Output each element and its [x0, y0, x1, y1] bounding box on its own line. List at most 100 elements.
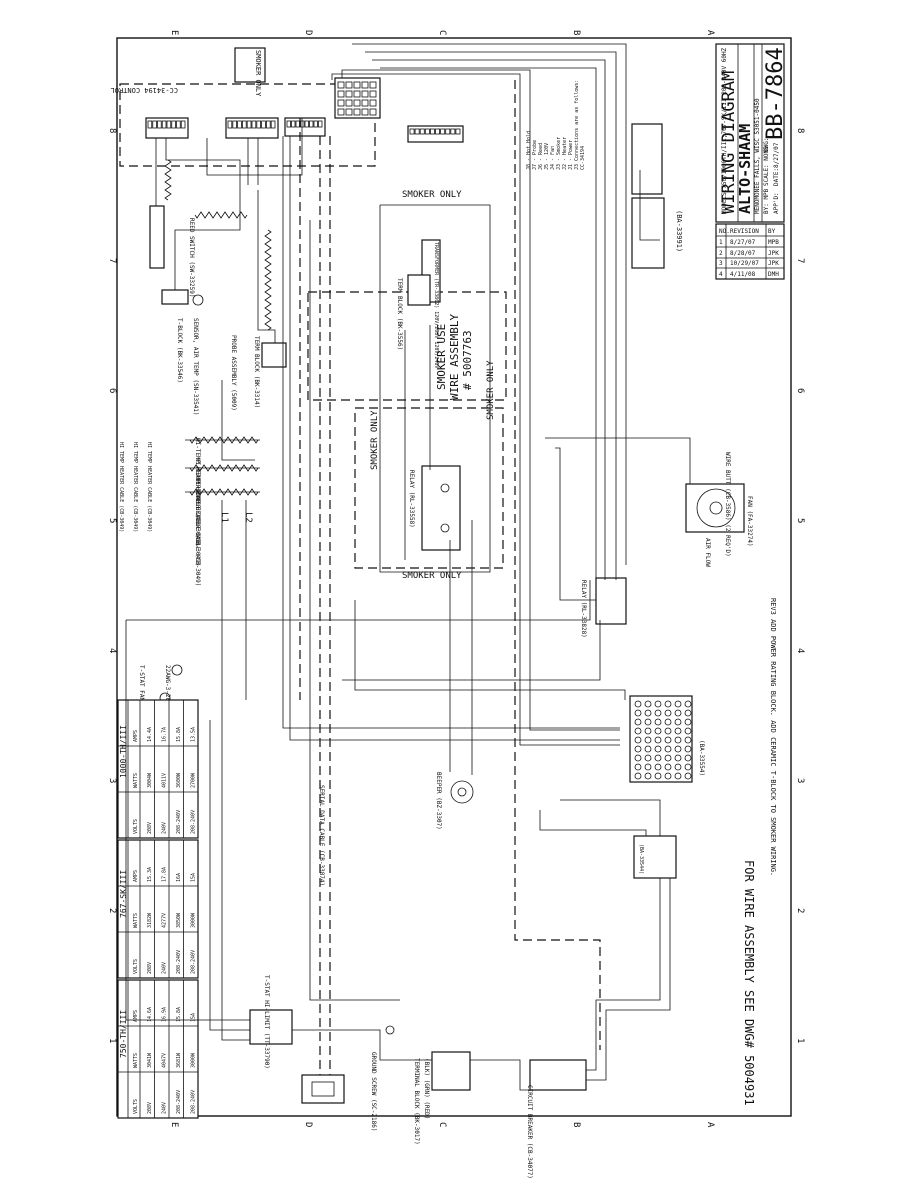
vent-hole [674, 745, 682, 753]
vent-hole [684, 772, 692, 780]
connector-pin [361, 108, 369, 116]
title-block: WIRING DIAGRAM ALTO-SHAAM MENOMONEE FALL… [715, 43, 788, 223]
revision-cell: DMH [768, 271, 779, 278]
smoker-only-top: SMOKER ONLY [402, 190, 462, 200]
grid-letter: A [705, 30, 715, 36]
relay-main: RELAY (RL-33828) [580, 577, 627, 638]
vent-hole [684, 718, 692, 726]
reed-switch: REED SWITCH (SW-33259) [149, 205, 195, 297]
power-table-cell: 3000W [191, 1052, 197, 1068]
connector-pin [261, 120, 266, 129]
connector-pin [152, 120, 157, 129]
connector-pin [232, 120, 238, 129]
vent-hole [654, 727, 662, 735]
vent-hole [684, 745, 692, 753]
smoker-only-bottom: SMOKER ONLY [402, 571, 462, 581]
vent-hole [664, 763, 672, 771]
connection-note-line: J1 - Power [568, 140, 574, 170]
power-table-cell: 15.8A [176, 1007, 182, 1022]
connection-note-line: J4 - Fan [550, 146, 556, 170]
grid-number: 3 [795, 778, 805, 783]
control-board-label: CC-34194 CONTROL [111, 86, 178, 94]
svg-text:SMOKER ONLY: SMOKER ONLY [254, 50, 262, 97]
power-table-cell: 16.9A [162, 1007, 168, 1022]
connector-pin [171, 120, 176, 129]
connector-pin [429, 128, 435, 135]
power-table: 750-TH/IIIVOLTSWATTSAMPS208V3041W14.6A24… [117, 979, 199, 1119]
revision-header: BY [768, 228, 776, 235]
vent-hole [664, 745, 672, 753]
connector-pin [440, 128, 446, 135]
twisted-cable [189, 488, 259, 496]
twisted-cable [189, 464, 259, 472]
svg-text:SENSOR, AIR TEMP (SN-33541): SENSOR, AIR TEMP (SN-33541) [192, 318, 199, 416]
vent-hole [644, 745, 652, 753]
vent-hole [654, 736, 662, 744]
grid-number: 5 [107, 518, 117, 523]
power-table-cell: 208-240V [176, 1090, 182, 1114]
title-text: WIRING DIAGRAM [719, 71, 739, 214]
power-table-header: AMPS [133, 1010, 139, 1022]
grid-number: 2 [107, 908, 117, 913]
grid-number: 4 [107, 648, 117, 653]
t-block-sensor: T-BLOCK (BK-33546) SENSOR, AIR TEMP (SN-… [161, 289, 204, 416]
connector-pin [419, 128, 425, 135]
db9-connector [301, 1074, 345, 1104]
power-table-cell: 16A [176, 873, 182, 882]
grid-number: 1 [795, 1038, 805, 1043]
connector-pin [318, 120, 323, 128]
vent-hole [634, 772, 642, 780]
power-table-cell: 14.6A [147, 1007, 153, 1022]
vent-hole [644, 754, 652, 762]
svg-text:HI-TEMP HEATER CABLE (CB-3049): HI-TEMP HEATER CABLE (CB-3049) [194, 458, 201, 566]
connector-pin [241, 120, 247, 129]
svg-text:TERM BLOCK (BK-3556): TERM BLOCK (BK-3556) [396, 278, 403, 350]
brand-text: ALTO-SHAAM [736, 124, 754, 214]
power-table-cell: 4277V [162, 913, 168, 928]
grid-number: 6 [107, 388, 117, 393]
power-table-header: VOLTS [133, 959, 139, 974]
vent-hole [634, 754, 642, 762]
svg-text:HI TEMP HEATER CABLE (CB-3049): HI TEMP HEATER CABLE (CB-3049) [132, 442, 138, 532]
vent-hole [634, 763, 642, 771]
vent-hole [674, 727, 682, 735]
twisted-cable [164, 159, 172, 201]
connector-pin [353, 81, 361, 89]
connector-pin [337, 90, 345, 98]
connector-pin [450, 128, 456, 135]
connector-pin [353, 90, 361, 98]
revision-cell: MPB [768, 239, 779, 246]
svg-text:TERMINAL BLOCK (BK-3017): TERMINAL BLOCK (BK-3017) [413, 1058, 420, 1145]
grid-number: 1 [107, 1038, 117, 1043]
grid-number: 4 [795, 648, 805, 653]
grid-letter: C [437, 30, 447, 35]
revision-cell: 2 [719, 250, 723, 257]
vent-hole [654, 754, 662, 762]
connector-pin [157, 120, 162, 129]
power-table-header: WATTS [133, 913, 139, 928]
vent-hole [634, 718, 642, 726]
connection-note-line: J3 - Smoker [556, 137, 562, 170]
power-table-cell: 15.3A [147, 867, 153, 882]
svg-text:HI-TEMP HEATER CABLE (CB-3049): HI-TEMP HEATER CABLE (CB-3049) [194, 478, 201, 586]
twisted-cable [264, 229, 272, 331]
grid-number: 8 [795, 128, 805, 133]
power-table-model: 750-TH/III [119, 1010, 128, 1058]
grid-letter: E [169, 30, 179, 35]
connector-pin [313, 120, 318, 128]
vent-hole [664, 700, 672, 708]
connector-pin [369, 90, 377, 98]
connector-pin [246, 120, 252, 129]
vent-hole [674, 718, 682, 726]
vent-hole [664, 736, 672, 744]
smoker-only-left: SMOKER ONLY [370, 410, 380, 470]
svg-text:TRANSFORMER (TR-33802) 120V/20: TRANSFORMER (TR-33802) 120V/208V 120V/24… [433, 242, 439, 368]
grid-letter: D [303, 30, 313, 35]
grid-number: 7 [795, 258, 805, 263]
connector-pin [161, 120, 167, 129]
vent-hole [684, 709, 692, 717]
connector-pin [180, 120, 186, 129]
vent-hole [654, 772, 662, 780]
revision-cell: 10/29/07 [730, 260, 759, 267]
vent-hole [664, 727, 672, 735]
